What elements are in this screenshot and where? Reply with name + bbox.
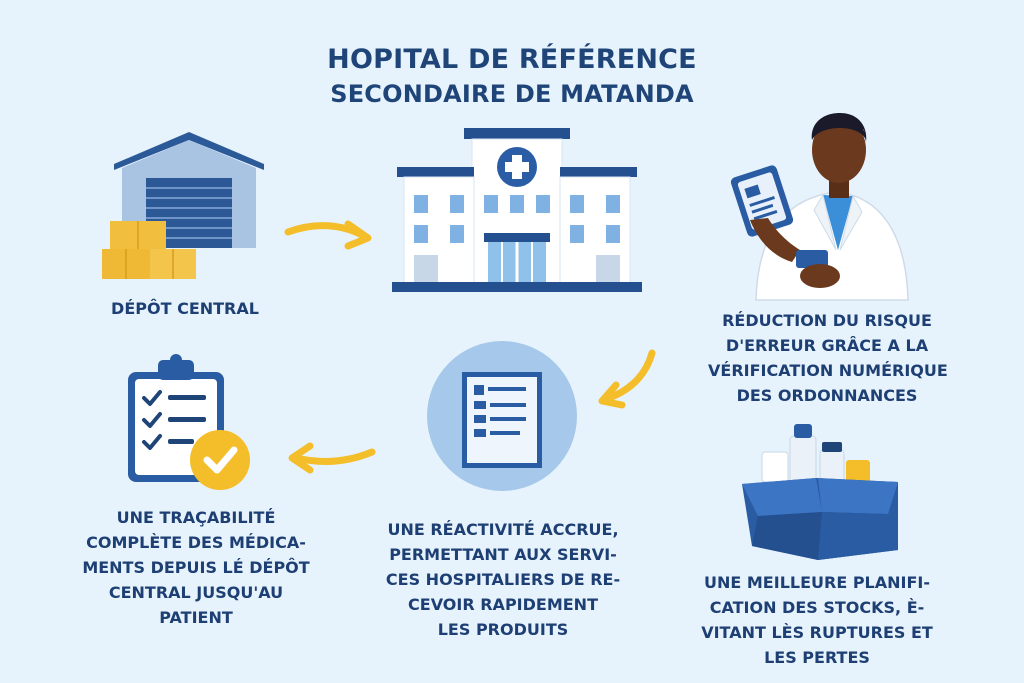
diagram-subtitle: SECONDAIRE DE MATANDA bbox=[330, 80, 694, 108]
warehouse-icon bbox=[102, 132, 264, 279]
stock-label: UNE MEILLEURE PLANIFI- CATION DES STOCKS… bbox=[701, 573, 933, 667]
arrow-icon bbox=[288, 442, 376, 474]
diagram-title: HOPITAL DE RÉFÉRENCE bbox=[327, 44, 697, 75]
arrow-icon bbox=[598, 349, 656, 409]
medicine-box-icon bbox=[742, 424, 898, 560]
traceability-label: UNE TRAÇABILITÉ COMPLÈTE DES MÉDICA- MEN… bbox=[82, 508, 310, 627]
pharmacist-label: RÉDUCTION DU RISQUE D'ERREUR GRÂCE A LA … bbox=[708, 311, 948, 405]
reactivity-label: UNE RÉACTIVITÉ ACCRUE, PERMETTANT AUX SE… bbox=[385, 520, 621, 639]
checklist-clipboard-icon bbox=[128, 354, 250, 490]
depot-label: DÉPÔT CENTRAL bbox=[111, 299, 259, 318]
hospital-icon bbox=[392, 128, 642, 292]
pharmacist-tablet-icon bbox=[730, 112, 909, 301]
document-circle-icon bbox=[427, 341, 577, 491]
arrow-icon bbox=[284, 220, 372, 250]
